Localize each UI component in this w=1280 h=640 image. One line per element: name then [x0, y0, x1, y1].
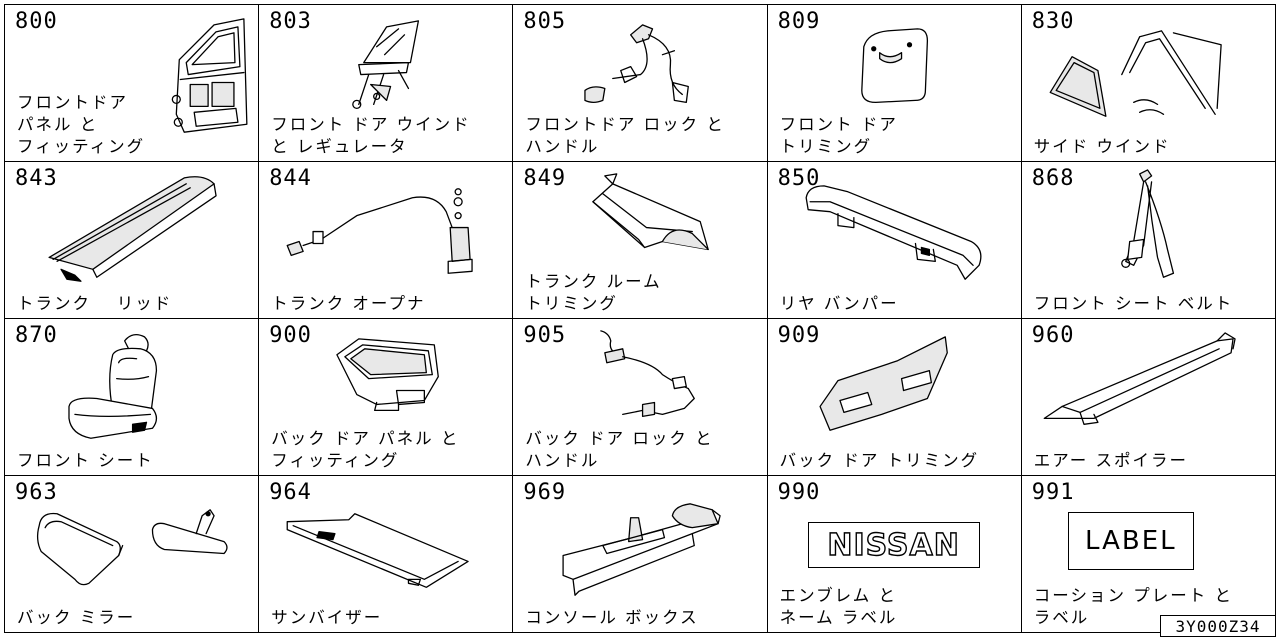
catalog-cell-849[interactable]: 849 トランク ルーム トリミング — [513, 162, 768, 319]
part-code: 990 — [777, 480, 821, 505]
part-code: 809 — [777, 9, 821, 34]
back-door-trim-icon — [819, 336, 948, 431]
seat-belt-icon — [1120, 169, 1174, 278]
catalog-cell-963[interactable]: 963 バック ミラー — [5, 476, 260, 633]
part-name: バック ドア ロック と ハンドル — [525, 429, 714, 470]
part-name: サイド ウインド — [1033, 137, 1171, 156]
part-code: 909 — [777, 323, 821, 348]
catalog-cell-843[interactable]: 843 トランク リッド — [5, 162, 260, 319]
part-name: トランク リッド — [17, 294, 173, 313]
catalog-cell-844[interactable]: 844 トランク オープナ — [259, 162, 514, 319]
part-name: フロント ドア ウインド と レギュレータ — [271, 115, 471, 156]
catalog-cell-809[interactable]: 809 フロント ドア トリミング — [767, 5, 1022, 162]
door-window-regulator-icon — [352, 20, 420, 109]
nissan-emblem: NISSAN — [807, 522, 980, 568]
sun-visor-icon — [286, 513, 469, 588]
trunk-opener-icon — [286, 188, 473, 274]
part-code: 900 — [269, 323, 312, 348]
parts-catalog-grid: 800 フロントドア パネル と フィッティング 803 フロント ドア ウイン… — [4, 4, 1276, 633]
part-name: コンソール ボックス — [525, 608, 699, 627]
part-code: 964 — [269, 480, 312, 505]
part-name: フロント シート ベルト — [1033, 294, 1234, 313]
back-door-lock-icon — [600, 330, 696, 418]
part-name: エンブレム と ネーム ラベル — [779, 586, 898, 627]
part-name: フロントドア ロック と ハンドル — [525, 115, 725, 156]
catalog-cell-960[interactable]: 960 エアー スポイラー — [1021, 319, 1276, 476]
part-name: バック ドア トリミング — [779, 451, 980, 470]
catalog-cell-969[interactable]: 969 コンソール ボックス — [513, 476, 768, 633]
caution-label: LABEL — [1067, 512, 1194, 570]
part-name: トランク ルーム トリミング — [525, 272, 662, 313]
catalog-cell-830[interactable]: 830 サイド ウインド — [1021, 5, 1276, 162]
part-name: エアー スポイラー — [1033, 451, 1189, 470]
part-name: フロント シート — [17, 451, 154, 470]
trunk-lid-icon — [48, 176, 217, 282]
trunk-room-trim-icon — [592, 173, 710, 251]
catalog-cell-905[interactable]: 905 バック ドア ロック と ハンドル — [513, 319, 768, 476]
part-code: 868 — [1031, 166, 1075, 191]
part-code: 803 — [269, 9, 312, 34]
front-seat-icon — [68, 334, 158, 439]
air-spoiler-icon — [1043, 332, 1236, 425]
mirror-icon — [36, 509, 228, 586]
side-window-icon — [1049, 30, 1222, 117]
catalog-cell-964[interactable]: 964 サンバイザー — [259, 476, 514, 633]
emblem-text: NISSAN — [827, 527, 960, 563]
part-code: 960 — [1031, 323, 1075, 348]
part-name: コーション プレート と ラベル — [1033, 586, 1233, 627]
part-code: 830 — [1031, 9, 1075, 34]
catalog-cell-870[interactable]: 870 フロント シート — [5, 319, 260, 476]
part-name: リヤ バンパー — [779, 294, 899, 313]
catalog-cell-803[interactable]: 803 フロント ドア ウインド と レギュレータ — [259, 5, 514, 162]
part-name: フロントドア パネル と フィッティング — [17, 93, 146, 156]
catalog-cell-990[interactable]: NISSAN 990 エンブレム と ネーム ラベル — [767, 476, 1022, 633]
part-code: 843 — [15, 166, 58, 191]
catalog-cell-850[interactable]: 850 リヤ バンパー — [767, 162, 1022, 319]
diagram-id-label: 3Y000Z34 — [1160, 615, 1276, 637]
part-code: 844 — [269, 166, 312, 191]
catalog-cell-805[interactable]: 805 フロントドア ロック と ハンドル — [513, 5, 768, 162]
door-trim-icon — [860, 28, 928, 104]
part-code: 849 — [523, 166, 567, 191]
part-code: 991 — [1031, 480, 1075, 505]
catalog-cell-991[interactable]: LABEL 991 コーション プレート と ラベル — [1021, 476, 1276, 633]
catalog-cell-900[interactable]: 900 バック ドア パネル と フィッティング — [259, 319, 514, 476]
catalog-cell-800[interactable]: 800 フロントドア パネル と フィッティング — [5, 5, 260, 162]
part-name: バック ミラー — [17, 608, 136, 627]
part-code: 905 — [523, 323, 567, 348]
part-name: トランク オープナ — [271, 294, 426, 313]
part-code: 969 — [523, 480, 567, 505]
label-text: LABEL — [1084, 526, 1177, 556]
part-code: 800 — [15, 9, 58, 34]
door-lock-handle-icon — [584, 24, 690, 104]
part-code: 963 — [15, 480, 58, 505]
part-code: 870 — [15, 323, 58, 348]
part-name: サンバイザー — [271, 608, 383, 627]
back-door-panel-icon — [336, 338, 440, 412]
front-door-panel-icon — [171, 18, 248, 133]
part-code: 805 — [523, 9, 567, 34]
rear-bumper-icon — [805, 185, 982, 280]
part-name: フロント ドア トリミング — [779, 115, 898, 156]
console-box-icon — [562, 503, 722, 596]
catalog-cell-909[interactable]: 909 バック ドア トリミング — [767, 319, 1022, 476]
part-code: 850 — [777, 166, 821, 191]
catalog-cell-868[interactable]: 868 フロント シート ベルト — [1021, 162, 1276, 319]
part-name: バック ドア パネル と フィッティング — [271, 429, 460, 470]
